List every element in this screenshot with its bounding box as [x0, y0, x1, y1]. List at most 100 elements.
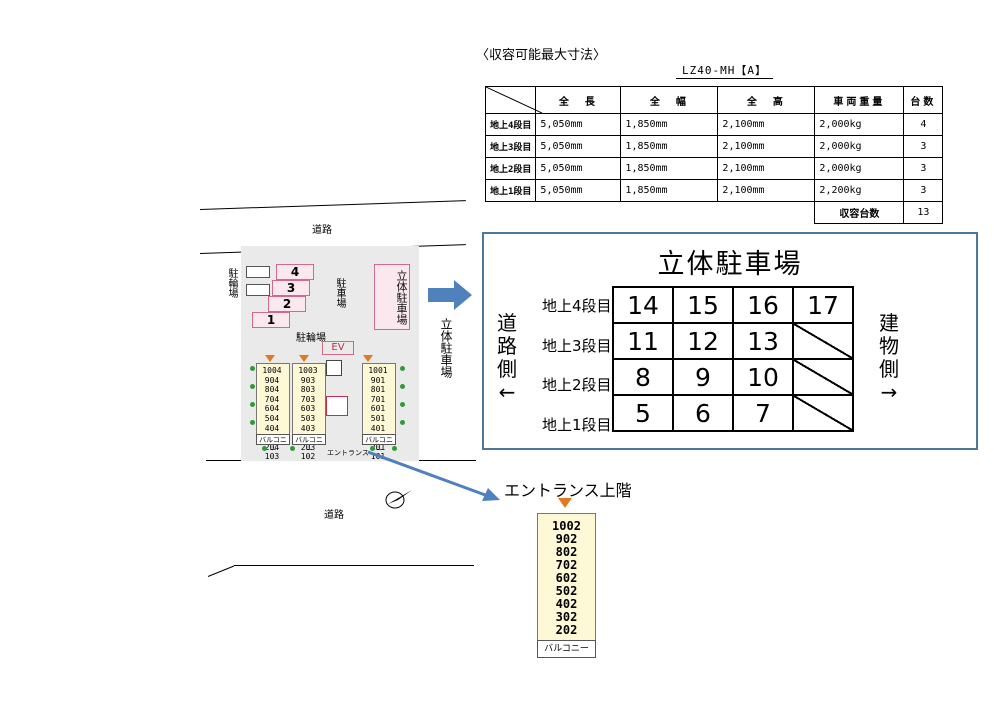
spec-total-value: 13: [903, 201, 944, 224]
parking-space-unavailable: [792, 358, 854, 396]
spec-header-row: 全 長 全 幅 全 高 車両重量 台数: [484, 86, 944, 114]
road-edge-line: [207, 565, 235, 577]
diagonal-line-icon: [486, 87, 542, 113]
parking-space: 12: [672, 322, 734, 360]
spec-row-label: 地上1段目: [484, 179, 537, 202]
level-label: 地上4段目: [542, 297, 612, 315]
tree-icon: [400, 384, 405, 389]
level-label: 地上2段目: [542, 376, 612, 394]
spec-cell: 1,850mm: [620, 113, 719, 136]
parking-panel-title: 立体駐車場: [657, 249, 803, 280]
parking-grid: 14 15 16 17 11 12 13 8 9 10 5 6 7: [612, 286, 854, 432]
unit-number: 1001: [368, 366, 388, 375]
entrance-upper-label: エントランス上階: [504, 481, 632, 500]
unit-number: 501: [370, 413, 386, 423]
tree-icon: [400, 402, 405, 407]
unit-number: 503: [300, 413, 316, 423]
spec-cell: 2,100mm: [717, 157, 816, 180]
grid-row: 5 6 7: [612, 394, 854, 432]
tree-icon: [400, 366, 405, 371]
spec-blank: [486, 202, 815, 224]
road-label-top: 道路: [312, 225, 332, 236]
unit-number: 403: [300, 423, 316, 433]
tower-parking: 立体駐車場: [374, 264, 410, 330]
unit-number: 702: [555, 558, 578, 572]
unit-number: 401: [370, 423, 386, 433]
bike-rack: [246, 266, 270, 278]
level-label: 地上1段目: [542, 416, 612, 434]
arrow-right-icon: [428, 280, 472, 310]
unit-number: 302: [555, 610, 578, 624]
parking-label: 駐車場: [334, 278, 345, 308]
level-label: 地上3段目: [542, 337, 612, 355]
table-row: 地上4段目 5,050mm 1,850mm 2,100mm 2,000kg 4: [484, 113, 944, 136]
spec-header-width: 全 幅: [620, 86, 719, 114]
tower-side-label: 立体駐車場: [439, 318, 453, 378]
unit-list: 1002 902 802 702 602 502 402 302 202: [538, 520, 595, 637]
spec-cell: 1,850mm: [620, 157, 719, 180]
bike-parking-left-label: 駐輪場: [226, 268, 237, 298]
building-wing-right: [362, 363, 396, 443]
unit-number: 801: [370, 385, 386, 395]
unit-number: 701: [370, 394, 386, 404]
entrance-balcony-label: バルコニー: [537, 640, 596, 658]
spec-cell: 4: [903, 113, 944, 136]
unit-number: 604: [264, 404, 280, 414]
spec-cell: 5,050mm: [535, 157, 622, 180]
table-row: 地上1段目 5,050mm 1,850mm 2,100mm 2,200kg 3: [484, 179, 944, 202]
spec-model: LZ40-MH【A】: [676, 62, 773, 79]
unit-number: 1003: [298, 366, 318, 375]
spec-cell: 3: [903, 135, 944, 158]
unit-number: 404: [264, 423, 280, 433]
spec-cell: 3: [903, 179, 944, 202]
spec-cell: 2,000kg: [814, 157, 905, 180]
unit-number: 804: [264, 385, 280, 395]
arrow-entrance-icon: [367, 450, 500, 501]
spec-title: 〈収容可能最大寸法〉: [476, 48, 607, 63]
spec-cell: 2,100mm: [717, 179, 816, 202]
spec-cell: 1,850mm: [620, 135, 719, 158]
unit-number: 601: [370, 404, 386, 414]
road-edge-line: [199, 200, 466, 210]
table-row: 地上2段目 5,050mm 1,850mm 2,100mm 2,000kg 3: [484, 157, 944, 180]
road-side-label: 道路側←: [497, 311, 517, 404]
parking-space-unavailable: [792, 394, 854, 432]
spec-table: 全 長 全 幅 全 高 車両重量 台数 地上4段目 5,050mm 1,850m…: [484, 86, 944, 224]
tree-icon: [250, 420, 255, 425]
entrance-marker-icon: [265, 355, 275, 362]
unit-number: 504: [264, 413, 280, 423]
parking-space: 14: [612, 286, 674, 324]
tree-icon: [262, 446, 267, 451]
grid-row: 14 15 16 17: [612, 286, 854, 324]
spec-cell: 2,200kg: [814, 179, 905, 202]
unit-number: 202: [555, 623, 578, 637]
unit-number: 502: [555, 584, 578, 598]
unit-number: 603: [300, 404, 316, 414]
unit-number: 704: [264, 394, 280, 404]
grid-row: 11 12 13: [612, 322, 854, 360]
bike-rack: [246, 284, 270, 296]
spec-row-label: 地上2段目: [484, 157, 537, 180]
parking-slot: 4: [276, 264, 314, 280]
spec-cell: 5,050mm: [535, 179, 622, 202]
spec-cell: 2,000kg: [814, 135, 905, 158]
unit-number: 803: [300, 385, 316, 395]
tower-parking-label: 立体駐車場: [395, 269, 408, 325]
tree-icon: [250, 402, 255, 407]
unit-number: 204: [256, 443, 288, 453]
tree-icon: [250, 366, 255, 371]
spec-cell: 3: [903, 157, 944, 180]
parking-space: 17: [792, 286, 854, 324]
balcony-label: バルコニー: [256, 434, 290, 454]
compass-north-icon: [385, 490, 412, 509]
tree-icon: [370, 446, 375, 451]
entrance-marker-icon: [558, 498, 572, 508]
parking-grid-panel: 立体駐車場 道路側← 建物側→ 地上4段目 地上3段目 地上2段目 地上1段目 …: [482, 232, 978, 450]
parking-space: 5: [612, 394, 674, 432]
tree-icon: [400, 420, 405, 425]
parking-space: 13: [732, 322, 794, 360]
unit-number: 1004: [262, 366, 282, 375]
spec-total-label: 収容台数: [814, 201, 905, 224]
road-edge-line: [234, 565, 474, 566]
parking-slot: 2: [268, 296, 306, 312]
